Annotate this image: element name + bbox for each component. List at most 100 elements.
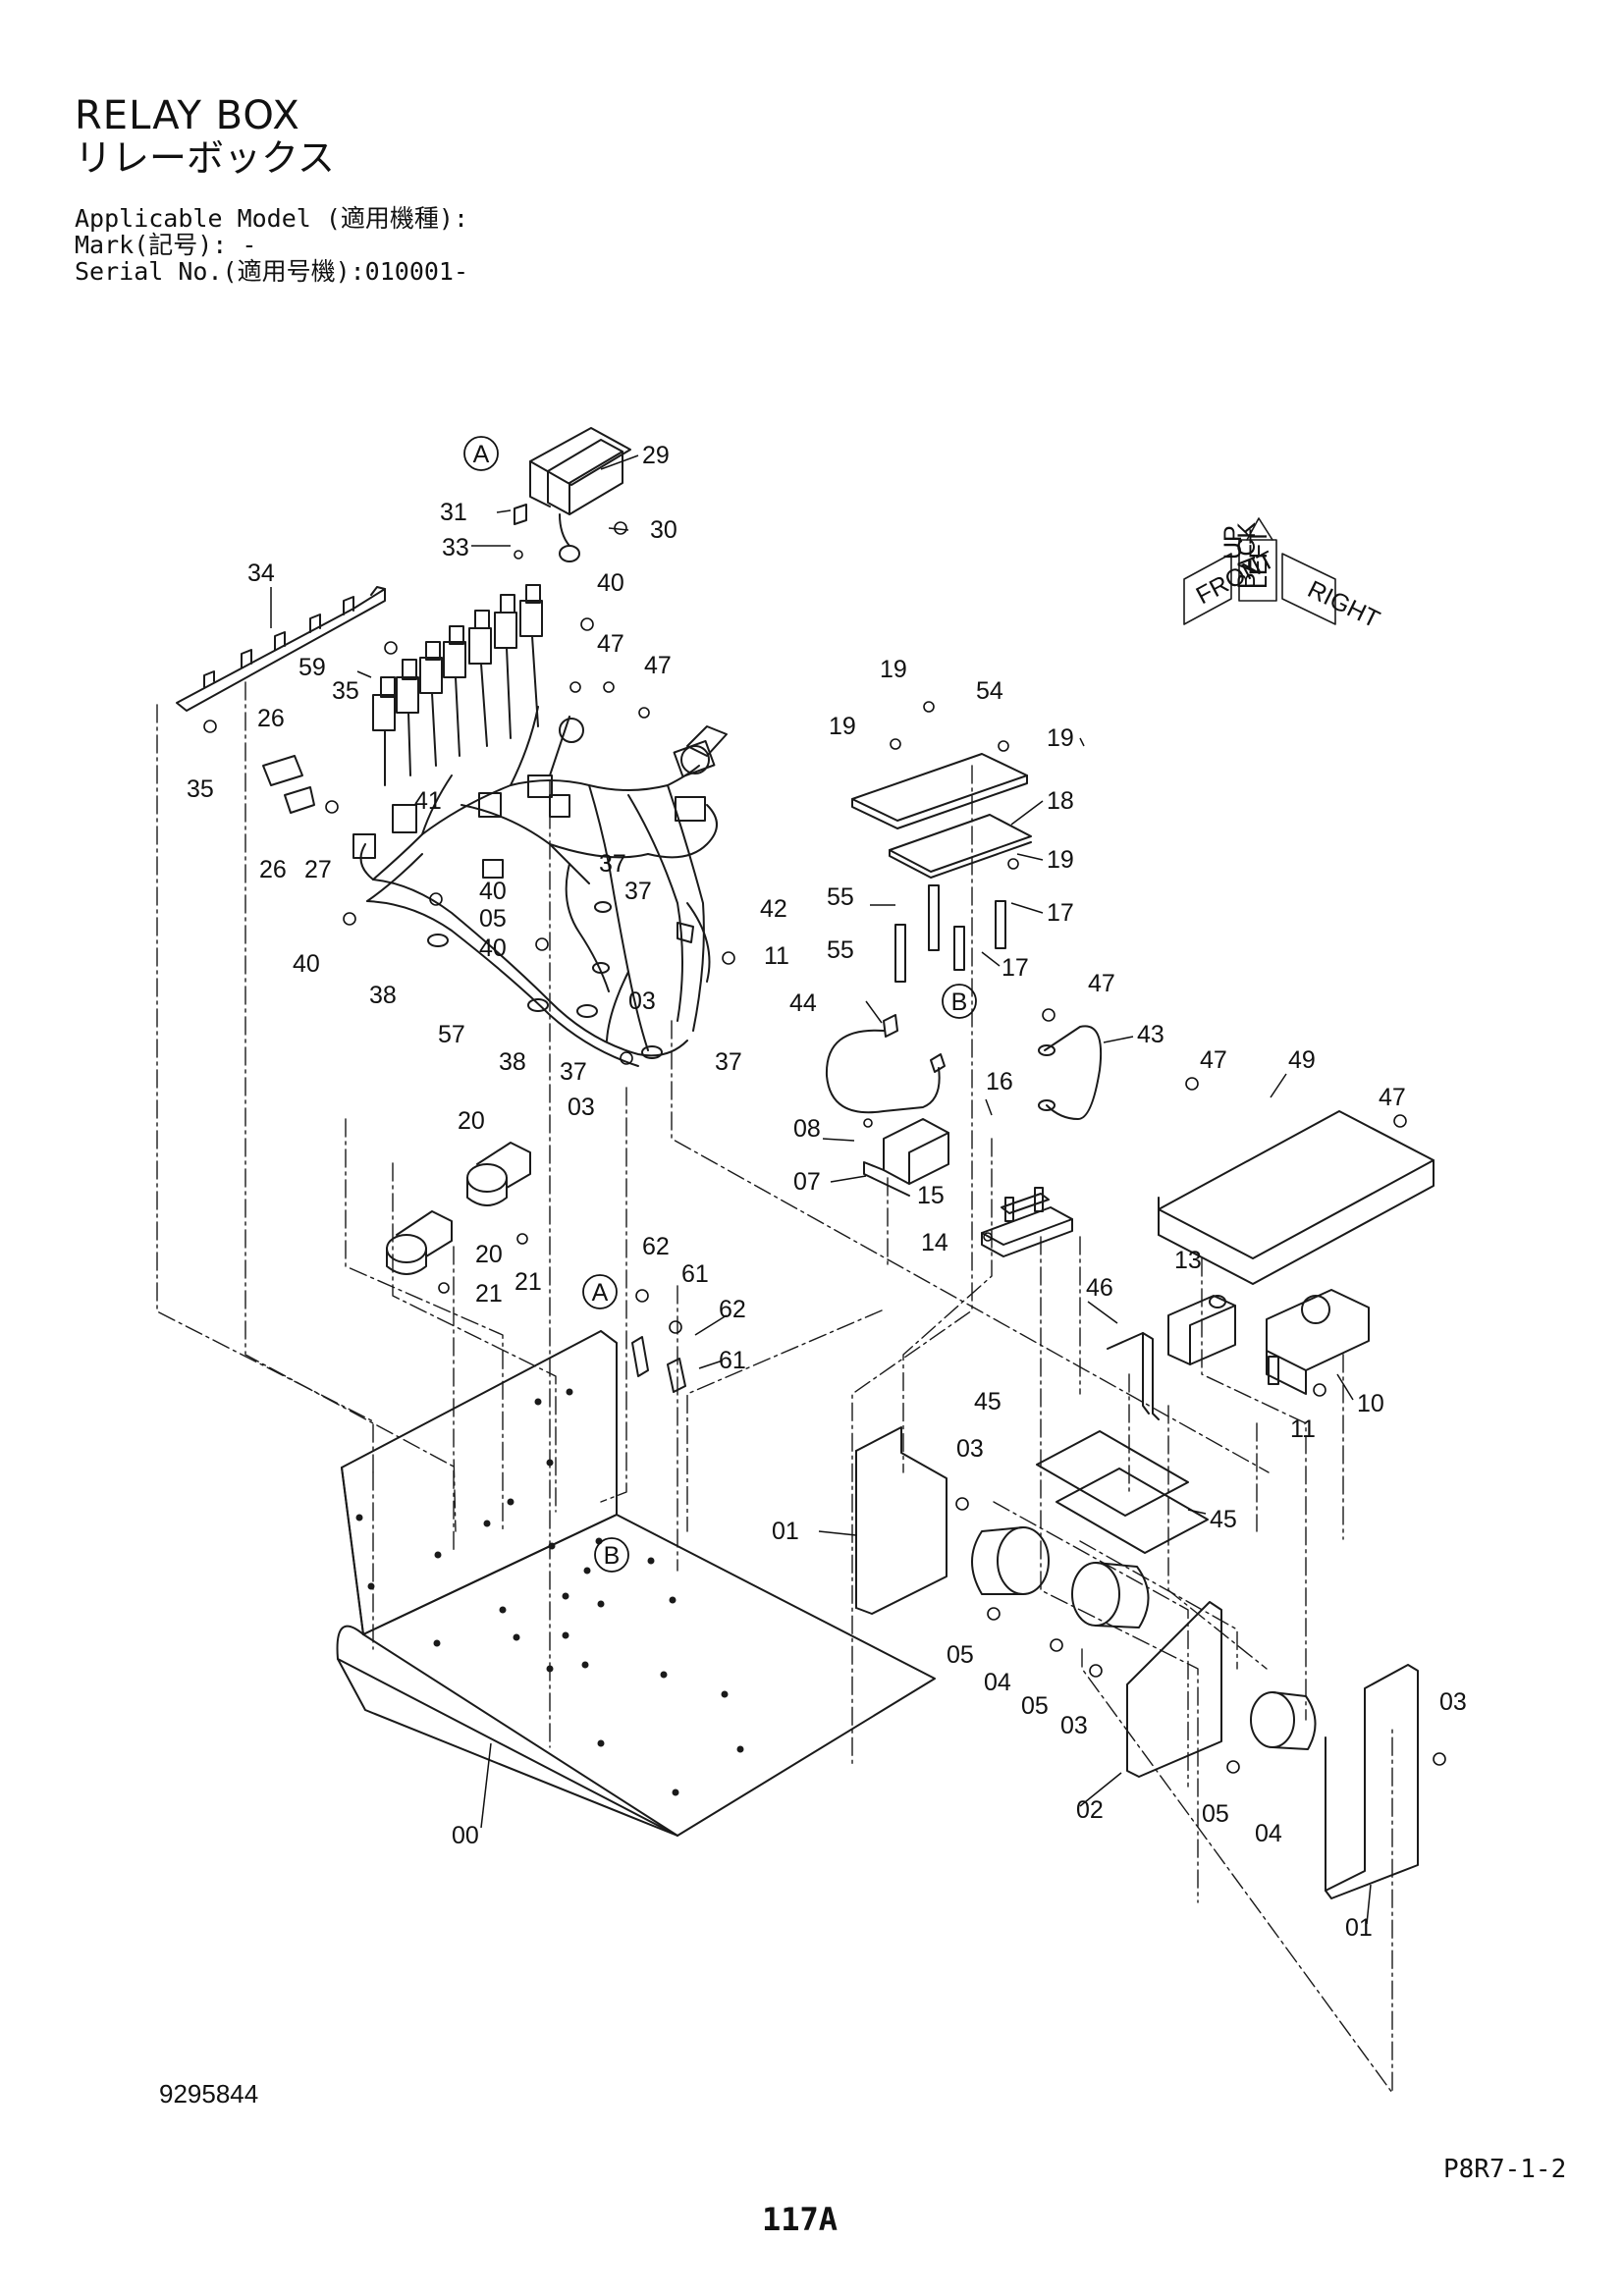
callout: 35 bbox=[187, 775, 214, 803]
callout: 37 bbox=[599, 850, 626, 878]
callout: 45 bbox=[974, 1388, 1001, 1415]
ref-marker-b-right bbox=[942, 984, 977, 1019]
callout: 49 bbox=[1288, 1046, 1316, 1074]
relay-unit bbox=[863, 1118, 949, 1197]
callout-leaders bbox=[270, 454, 1372, 1925]
callout: 17 bbox=[1001, 954, 1029, 982]
callout: 15 bbox=[917, 1182, 945, 1209]
applicable-model-line: Applicable Model (適用機種): bbox=[75, 204, 469, 233]
callout: 33 bbox=[442, 534, 469, 561]
orientation-label-right: RIGHT bbox=[1303, 575, 1383, 633]
relay-mounting-brackets bbox=[855, 1426, 1419, 1899]
callout: 05 bbox=[479, 905, 507, 933]
callout: 05 bbox=[1021, 1692, 1049, 1720]
callout: 45 bbox=[1210, 1506, 1237, 1533]
callout: 40 bbox=[293, 950, 320, 978]
callout: 26 bbox=[257, 705, 285, 732]
harness-clamps bbox=[427, 901, 694, 1059]
callout: 40 bbox=[479, 934, 507, 962]
callout: 41 bbox=[414, 787, 442, 815]
orientation-label-up: UP bbox=[1219, 525, 1247, 560]
callout: 38 bbox=[369, 982, 397, 1009]
ref-marker-b-bottom bbox=[594, 1537, 629, 1573]
starter-relays bbox=[971, 1526, 1317, 1750]
fuse-block bbox=[981, 1187, 1073, 1257]
callout: 01 bbox=[772, 1518, 799, 1545]
callout: 43 bbox=[1137, 1021, 1164, 1048]
callout: 47 bbox=[1200, 1046, 1227, 1074]
ground-cable bbox=[1038, 1025, 1103, 1120]
callout: 11 bbox=[1290, 1415, 1316, 1443]
callout: 57 bbox=[438, 1021, 465, 1048]
callout: 01 bbox=[1345, 1914, 1373, 1942]
callout: 61 bbox=[719, 1347, 746, 1374]
callout: 16 bbox=[986, 1068, 1013, 1095]
callout: 37 bbox=[624, 878, 652, 905]
callout: 47 bbox=[1379, 1084, 1406, 1111]
title-japanese: リレーボックス bbox=[75, 136, 335, 180]
callout: 05 bbox=[947, 1641, 974, 1669]
callout: 02 bbox=[1076, 1796, 1104, 1824]
ref-marker-label: B bbox=[951, 988, 968, 1016]
cover-plate bbox=[851, 753, 1028, 829]
callout: 18 bbox=[1047, 787, 1074, 815]
callout: 40 bbox=[597, 569, 624, 597]
callout: 38 bbox=[499, 1048, 526, 1076]
callout: 47 bbox=[1088, 970, 1115, 997]
callout: 27 bbox=[304, 856, 332, 883]
ref-marker-a-bottom bbox=[582, 1274, 618, 1309]
harness-connectors bbox=[352, 584, 584, 879]
orientation-symbol bbox=[1183, 517, 1336, 625]
callout: 61 bbox=[681, 1260, 709, 1288]
bolts bbox=[203, 521, 1446, 1774]
callout: 42 bbox=[760, 895, 787, 923]
ref-marker-a-top bbox=[463, 436, 499, 471]
callout: 17 bbox=[1047, 899, 1074, 927]
callout: 00 bbox=[452, 1822, 479, 1849]
callout: 04 bbox=[984, 1669, 1011, 1696]
serial-number-line: Serial No.(適用号機):010001- bbox=[75, 257, 469, 286]
callout: 37 bbox=[560, 1058, 587, 1086]
callout: 34 bbox=[247, 560, 275, 587]
callout: 31 bbox=[440, 499, 467, 526]
callout: 55 bbox=[827, 936, 854, 964]
callout: 26 bbox=[259, 856, 287, 883]
callout: 62 bbox=[719, 1296, 746, 1323]
callout: 40 bbox=[479, 878, 507, 905]
callout-labels: 29 31 30 33 40 34 47 47 59 35 26 35 41 2… bbox=[187, 442, 1467, 1942]
spacers bbox=[894, 884, 1006, 983]
callout: 54 bbox=[976, 677, 1003, 705]
document-number: 9295844 bbox=[159, 2079, 259, 2109]
callout: 20 bbox=[475, 1241, 503, 1268]
title-english: RELAY BOX bbox=[75, 93, 300, 138]
orientation-label-back: BACK bbox=[1233, 522, 1261, 589]
ref-marker-label: A bbox=[592, 1279, 609, 1307]
page-number: 117A bbox=[762, 2201, 839, 2238]
callout: 03 bbox=[1060, 1712, 1088, 1739]
ref-markers bbox=[463, 436, 977, 1573]
relay-cover bbox=[1158, 1110, 1435, 1285]
callout: 37 bbox=[715, 1048, 742, 1076]
wiring-harness bbox=[359, 706, 728, 1067]
callout: 08 bbox=[793, 1115, 821, 1143]
callout: 21 bbox=[514, 1268, 542, 1296]
callout: 10 bbox=[1357, 1390, 1384, 1417]
callout: 35 bbox=[332, 677, 359, 705]
ref-marker-label: A bbox=[473, 441, 490, 468]
callout: 20 bbox=[458, 1107, 485, 1135]
callout: 47 bbox=[644, 652, 672, 679]
harness-brackets bbox=[262, 755, 315, 814]
callout: 47 bbox=[597, 630, 624, 658]
page-reference: P8R7-1-2 bbox=[1443, 2155, 1567, 2184]
orientation-label-left: LEFT bbox=[1245, 529, 1272, 589]
callout: 19 bbox=[1047, 846, 1074, 874]
callout: 19 bbox=[829, 713, 856, 740]
callout: 11 bbox=[764, 942, 789, 970]
callout: 14 bbox=[921, 1229, 948, 1256]
callout: 62 bbox=[642, 1233, 670, 1260]
battery-relay-bracket bbox=[1107, 1289, 1370, 1420]
callout: 19 bbox=[1047, 724, 1074, 752]
connector-bracket-strip bbox=[176, 586, 386, 712]
callout: 21 bbox=[475, 1280, 503, 1308]
